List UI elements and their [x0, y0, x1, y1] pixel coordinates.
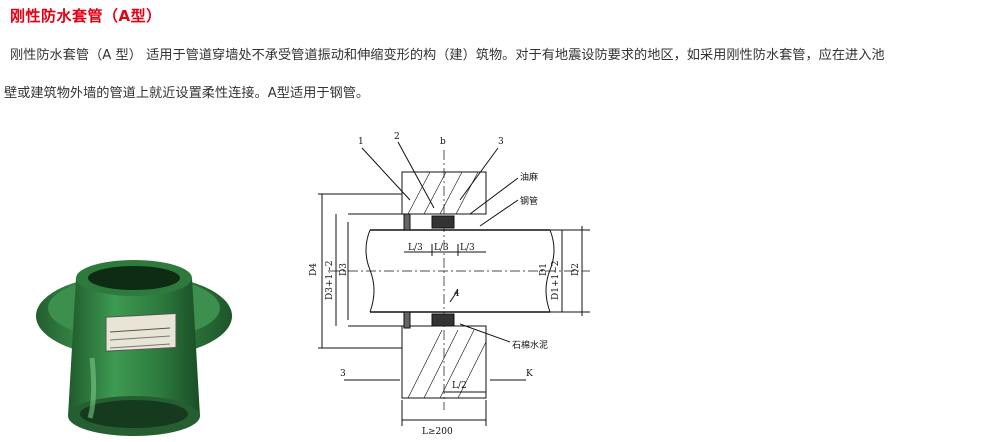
label-b: b [440, 137, 446, 147]
sleeve-photo [36, 260, 232, 436]
dim-l3-a: L/3 [408, 243, 423, 253]
dim-d1-1-2: D1+1~2 [551, 261, 561, 300]
dim-l3-c: L/3 [460, 243, 475, 253]
dim-d3-1-2: D3+1~2 [325, 261, 335, 300]
nameplate [105, 312, 177, 352]
article-title: 刚性防水套管（A型） [10, 7, 162, 25]
label-part-3: 3 [498, 137, 504, 147]
section-mark-k: K [526, 369, 533, 379]
dim-l3-b: L/3 [434, 243, 449, 253]
section-mark-3: 3 [340, 369, 346, 379]
label-part-1: 1 [358, 137, 364, 147]
label-steel-pipe: 钢管 [520, 195, 538, 207]
label-oil-hemp: 油麻 [520, 171, 538, 183]
dim-d3: D3 [339, 263, 349, 276]
label-asbestos-cement: 石棉水泥 [512, 339, 548, 351]
dim-d1: D1 [539, 263, 549, 276]
label-part-2: 2 [394, 132, 400, 142]
label-part-4: 4 [454, 289, 460, 299]
paragraph-line-1: 刚性防水套管（A 型） 适用于管道穿墙处不承受管道振动和伸缩变形的构（建）筑物。… [10, 48, 885, 63]
dim-l2: L/2 [452, 381, 467, 391]
paragraph-line-2: 壁或建筑物外墙的管道上就近设置柔性连接。A型适用于钢管。 [4, 86, 370, 101]
dim-d4: D4 [309, 263, 319, 276]
dim-l-min: L≥200 [422, 427, 453, 437]
sleeve-section-drawing: 1 2 b 3 油麻 钢管 石棉水泥 4 L/3 L/3 L/3 L/2 L≥2… [309, 132, 590, 437]
dim-d2: D2 [571, 263, 581, 276]
